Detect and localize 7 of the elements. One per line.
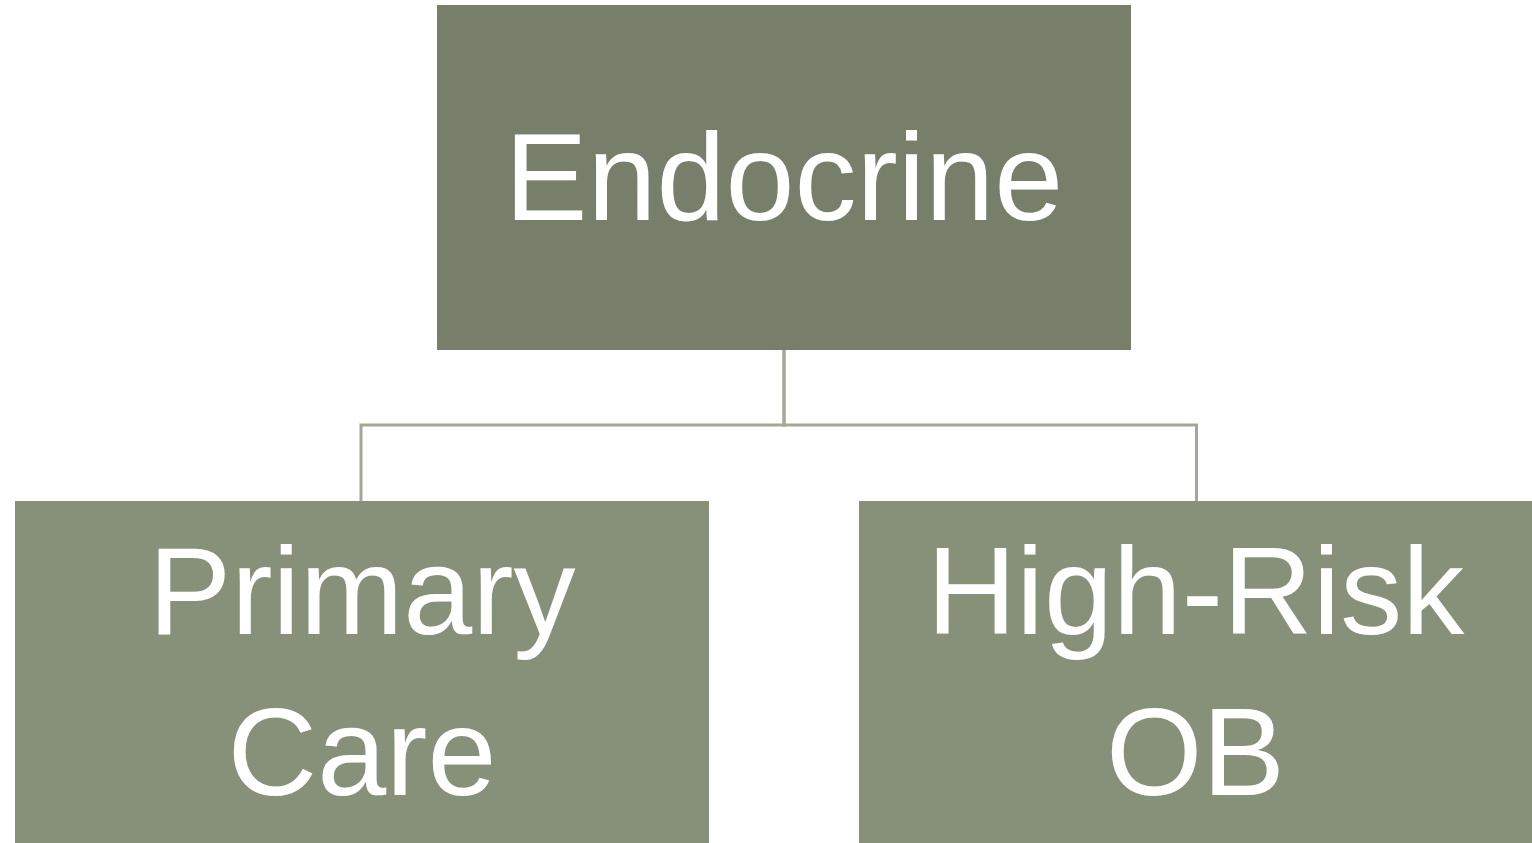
connector-line: [782, 350, 1198, 501]
box-label: High-Risk OB: [925, 520, 1466, 823]
org-box: [859, 501, 1532, 843]
box-label: Endocrine: [503, 106, 1065, 248]
box-label: Primary Care: [147, 520, 577, 823]
org-box: [15, 501, 709, 843]
org-box: [437, 5, 1131, 350]
